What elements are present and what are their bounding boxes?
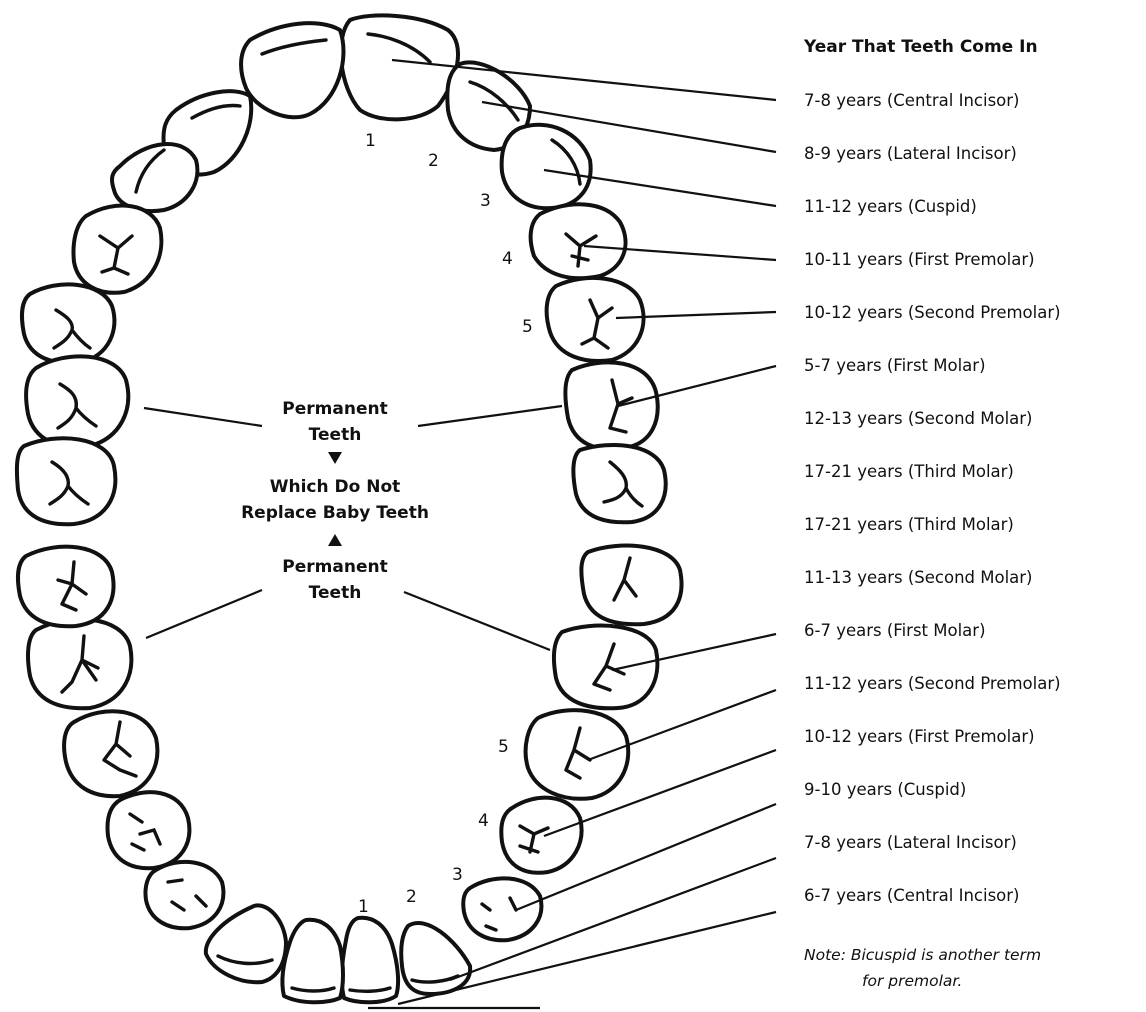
legend-lower-item: 17-21 years (Third Molar) bbox=[804, 515, 1014, 534]
center-middle-line1: Which Do Not bbox=[270, 477, 401, 497]
tooth-numbers: 1 2 3 4 5 5 4 3 2 1 bbox=[358, 131, 533, 917]
lower-cuspid-left bbox=[145, 862, 223, 928]
legend-lower-item: 9-10 years (Cuspid) bbox=[804, 780, 966, 799]
lower-first-molar-right bbox=[526, 710, 629, 799]
upper-second-molar-right bbox=[573, 445, 665, 522]
pointer-line bbox=[418, 406, 562, 426]
up-arrow-icon bbox=[328, 534, 342, 546]
legend-lower-item: 11-12 years (Second Premolar) bbox=[804, 674, 1061, 693]
upper-tooth-number-4: 4 bbox=[502, 249, 513, 269]
upper-second-molar-left bbox=[17, 438, 115, 524]
legend-upper-item: 11-12 years (Cuspid) bbox=[804, 197, 977, 216]
lower-tooth-number-5: 5 bbox=[498, 737, 509, 757]
legend-lower-item: 11-13 years (Second Molar) bbox=[804, 568, 1033, 587]
center-lower-line1: Permanent bbox=[282, 557, 387, 577]
lower-arch bbox=[18, 546, 682, 1003]
legend-lower-item: 10-12 years (First Premolar) bbox=[804, 727, 1035, 746]
legend-upper-item: 5-7 years (First Molar) bbox=[804, 356, 986, 375]
down-arrow-icon bbox=[328, 452, 342, 464]
upper-central-incisor-right bbox=[341, 15, 458, 119]
legend-upper-item: 17-21 years (Third Molar) bbox=[804, 462, 1014, 481]
legend-upper-item: 10-11 years (First Premolar) bbox=[804, 250, 1035, 269]
legend-lower-item: 6-7 years (First Molar) bbox=[804, 621, 986, 640]
eruption-legend: Year That Teeth Come In 7-8 years (Centr… bbox=[803, 37, 1061, 990]
legend-title: Year That Teeth Come In bbox=[803, 37, 1038, 57]
legend-upper-item: 10-12 years (Second Premolar) bbox=[804, 303, 1061, 322]
center-upper-line1: Permanent bbox=[282, 399, 387, 419]
upper-tooth-number-5: 5 bbox=[522, 317, 533, 337]
lower-cuspid-right bbox=[463, 878, 541, 940]
upper-cuspid-left bbox=[112, 144, 197, 211]
upper-tooth-number-3: 3 bbox=[480, 191, 491, 211]
center-upper-line2: Teeth bbox=[309, 425, 362, 445]
legend-lower-item: 7-8 years (Lateral Incisor) bbox=[804, 833, 1017, 852]
upper-second-premolar-left bbox=[22, 284, 114, 363]
center-middle-line2: Replace Baby Teeth bbox=[241, 503, 429, 523]
lower-tooth-number-3: 3 bbox=[452, 865, 463, 885]
upper-tooth-number-1: 1 bbox=[365, 131, 376, 151]
upper-second-premolar-right bbox=[547, 278, 644, 361]
center-lower-line2: Teeth bbox=[309, 583, 362, 603]
legend-upper-item: 12-13 years (Second Molar) bbox=[804, 409, 1033, 428]
upper-arch bbox=[17, 15, 666, 524]
center-labels: Permanent Teeth Which Do Not Replace Bab… bbox=[241, 399, 429, 603]
legend-upper-item: 7-8 years (Central Incisor) bbox=[804, 91, 1020, 110]
legend-note-line2: for premolar. bbox=[862, 972, 962, 990]
upper-first-molar-right bbox=[565, 362, 657, 449]
pointer-line bbox=[404, 592, 550, 650]
upper-central-incisor-left bbox=[241, 23, 343, 117]
lower-tooth-number-2: 2 bbox=[406, 887, 417, 907]
lower-second-premolar-right bbox=[501, 798, 581, 873]
lower-tooth-number-4: 4 bbox=[478, 811, 489, 831]
lower-tooth-number-1: 1 bbox=[358, 897, 369, 917]
upper-cuspid-right bbox=[502, 125, 591, 208]
upper-tooth-number-2: 2 bbox=[428, 151, 439, 171]
legend-note-line1: Note: Bicuspid is another term bbox=[804, 946, 1041, 964]
lower-lateral-incisor-left bbox=[206, 905, 286, 982]
lower-second-molar-left bbox=[18, 547, 114, 627]
legend-upper-item: 8-9 years (Lateral Incisor) bbox=[804, 144, 1017, 163]
legend-lower-item: 6-7 years (Central Incisor) bbox=[804, 886, 1020, 905]
pointer-line bbox=[144, 408, 262, 426]
pointer-line bbox=[146, 590, 262, 638]
